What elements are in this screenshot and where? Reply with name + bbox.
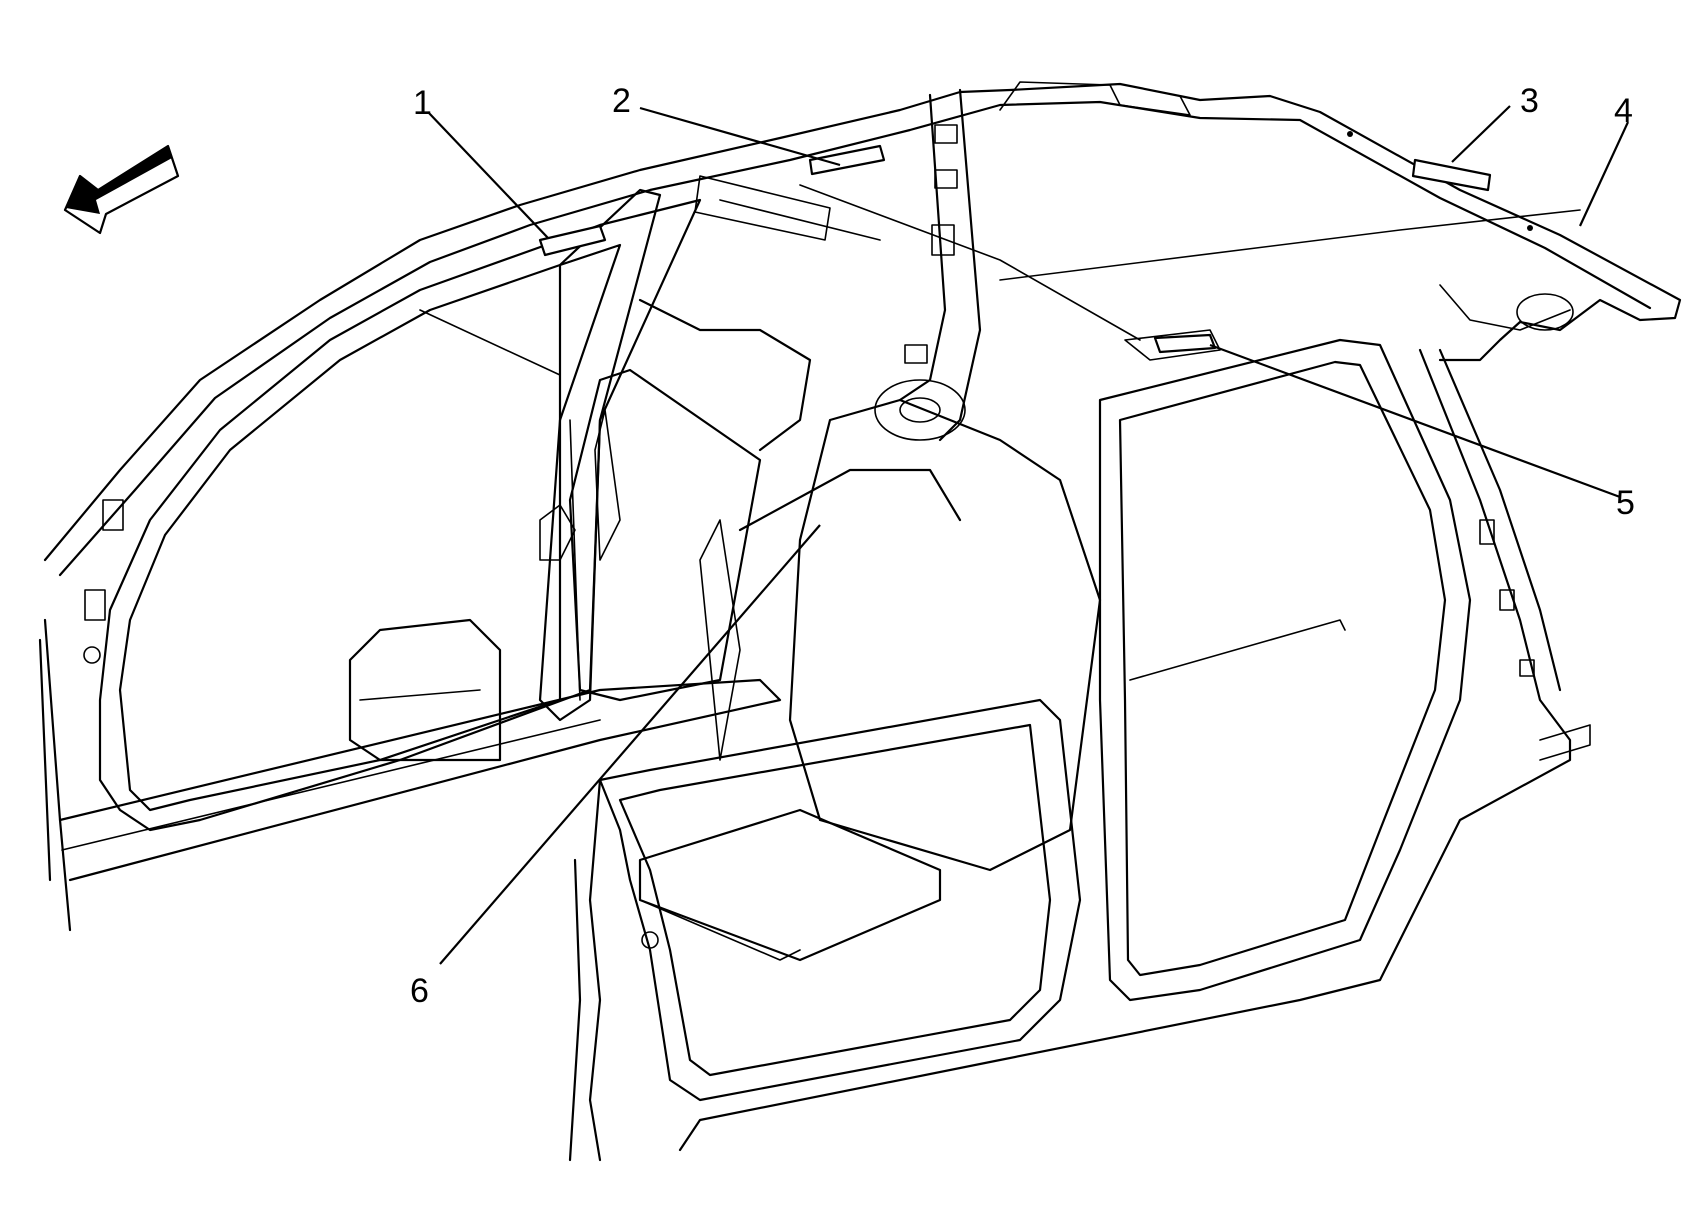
callout-3: 3 — [1520, 82, 1539, 120]
assist-handle-rear — [1411, 158, 1492, 192]
roof-interior-lines — [419, 175, 1581, 376]
rear-door-opening — [1098, 338, 1472, 1002]
center-door-opening — [568, 698, 1082, 1162]
front-seat-left — [348, 298, 812, 762]
assist-handle-front — [538, 224, 607, 257]
callout-1: 1 — [413, 84, 432, 122]
callout-4: 4 — [1614, 92, 1633, 130]
front-direction-arrow-icon — [63, 144, 180, 235]
coat-hook-rear — [1153, 333, 1217, 354]
rear-quarter — [678, 348, 1591, 1152]
leader-lines — [427, 105, 1629, 965]
callout-5: 5 — [1616, 484, 1635, 522]
b-pillar — [538, 88, 982, 722]
callout-6: 6 — [410, 972, 429, 1010]
lower-sill — [38, 618, 782, 932]
sunshade-area — [808, 144, 886, 176]
front-door-opening — [98, 198, 702, 832]
detail-parts — [83, 329, 1221, 664]
front-seat-right — [638, 379, 1102, 962]
callout-2: 2 — [612, 82, 631, 120]
headliner — [43, 81, 1682, 577]
callout-labels: 1 2 3 4 5 6 — [410, 82, 1635, 1010]
